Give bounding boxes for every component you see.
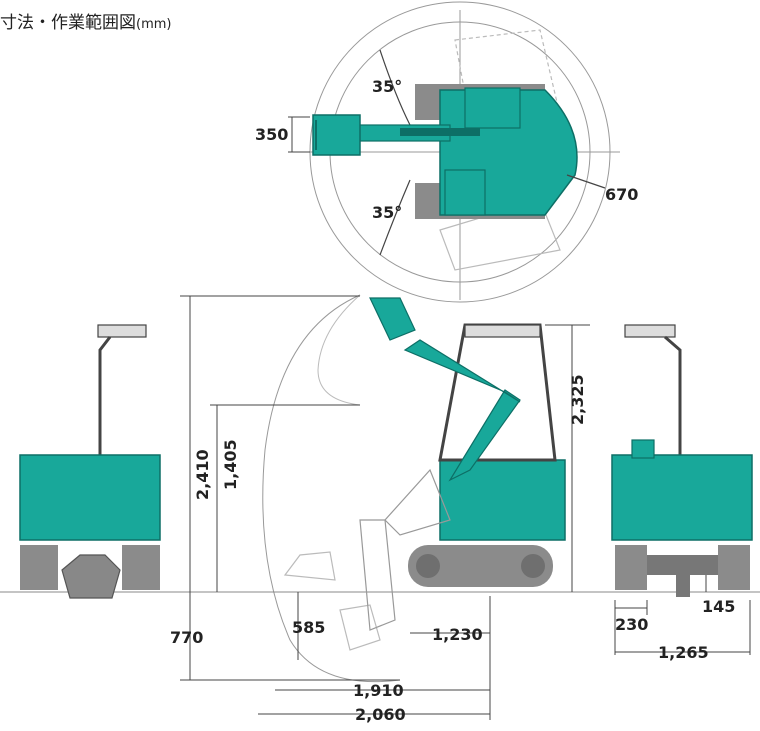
top-view: 35° 35° 350 670 — [255, 1, 638, 303]
track-width-label: 230 — [615, 615, 648, 634]
front-view — [19, 324, 161, 599]
angle-arc-bottom — [379, 179, 411, 256]
top-cylinder — [400, 128, 480, 136]
rear-view: 145 230 1,265 — [611, 324, 753, 662]
angle-arc-top — [379, 49, 411, 126]
front-bucket — [61, 554, 121, 599]
tail-radius-leader — [566, 174, 606, 189]
side-cab-roof — [464, 324, 541, 338]
side-arm-raised — [403, 339, 521, 403]
rear-undercarriage — [647, 555, 718, 575]
front-cab-roof — [97, 324, 147, 338]
ground-reach-label: 1,910 — [353, 681, 404, 700]
angle-label-top: 35° — [372, 77, 402, 96]
top-bucket — [312, 114, 361, 156]
max-reach-label: 2,060 — [355, 705, 406, 724]
overall-width-label: 1,265 — [658, 643, 709, 662]
side-arm-lowered — [359, 519, 396, 631]
front-body — [19, 454, 161, 541]
ground-clearance-label: 145 — [702, 597, 735, 616]
vertical-depth-label: 585 — [292, 618, 325, 637]
blade-width-label: 350 — [255, 125, 288, 144]
cab-height-label: 2,325 — [568, 374, 587, 425]
front-track-right — [122, 545, 160, 590]
rear-track-right — [718, 545, 750, 590]
rear-vent — [631, 439, 655, 459]
side-view: 2,410 1,405 2,325 770 585 1,230 1,910 2,… — [0, 294, 760, 724]
reach-envelope-inner — [317, 294, 361, 406]
page-title: 寸法・作業範囲図(mm) — [0, 13, 172, 33]
side-boom-raised — [448, 389, 521, 482]
sprocket-wheel — [521, 554, 545, 578]
max-height-label: 2,410 — [193, 449, 212, 500]
rear-cab-pillar — [664, 335, 682, 460]
rear-blade-arm — [676, 575, 690, 597]
ghost-bucket-1 — [283, 551, 336, 581]
front-track-left — [20, 545, 58, 590]
side-cab-frame — [438, 323, 557, 462]
top-engine-cover — [444, 169, 486, 216]
rear-body — [611, 454, 753, 541]
side-bucket-raised — [369, 297, 416, 341]
dig-depth-label: 770 — [170, 628, 203, 647]
idler-wheel — [416, 554, 440, 578]
reach-envelope-outer — [262, 294, 401, 683]
tail-radius-label: 670 — [605, 185, 638, 204]
angle-label-bottom: 35° — [372, 203, 402, 222]
ghost-bucket-2 — [339, 604, 381, 651]
min-radius-label: 1,230 — [432, 625, 483, 644]
side-track — [408, 545, 553, 587]
rear-cab-roof — [624, 324, 676, 338]
top-cab-roof — [464, 87, 521, 129]
dump-height-label: 1,405 — [221, 439, 240, 490]
rear-track-left — [615, 545, 647, 590]
